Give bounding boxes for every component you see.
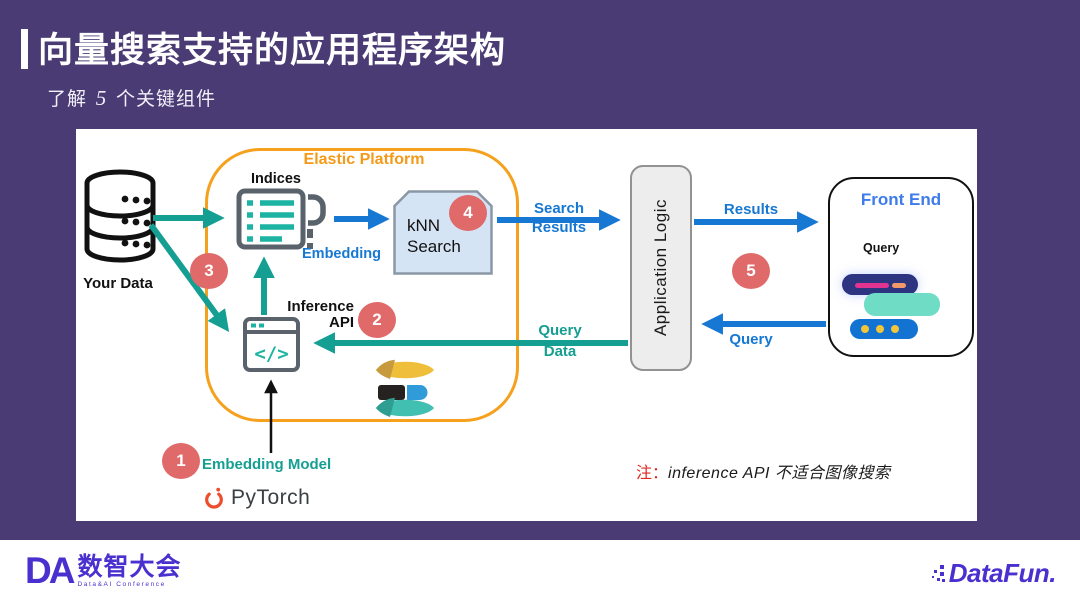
- step-badge-1: 1: [162, 443, 200, 479]
- da-subtitle: Data&AI Conference: [77, 581, 166, 588]
- step-badge-2: 2: [358, 302, 396, 338]
- da-conference-logo: DA 数智大会 Data&AI Conference: [25, 550, 182, 591]
- elastic-platform-label: Elastic Platform: [303, 151, 425, 168]
- datafun-logo: DataFun.: [931, 558, 1057, 589]
- code-window-icon: </>: [243, 317, 300, 372]
- footnote: 注：inference API 不适合图像搜索: [636, 459, 890, 483]
- loading-dot: [876, 325, 884, 333]
- note-text: inference API 不适合图像搜索: [668, 465, 891, 482]
- slide-background: 向量搜索支持的应用程序架构 了解 5 个关键组件 Elastic Platfor…: [0, 0, 1080, 540]
- subtitle-number: 5: [95, 86, 108, 110]
- result-bar-blue: [850, 319, 918, 339]
- front-end-title: Front End: [860, 190, 942, 209]
- title-accent-bar: [21, 29, 28, 69]
- result-bar-mint: [864, 293, 940, 316]
- datafun-label: DataFun.: [948, 558, 1057, 588]
- embedding-model-label: Embedding Model: [202, 456, 332, 473]
- application-logic-label: Application Logic: [651, 199, 670, 337]
- your-data-label: Your Data: [83, 275, 153, 292]
- embedding-label: Embedding: [302, 246, 381, 262]
- inference-api-label: Inference API: [287, 298, 354, 331]
- knn-search-label: kNN Search: [407, 216, 461, 256]
- code-glyph: </>: [254, 343, 288, 365]
- pytorch-label: PyTorch: [231, 486, 311, 509]
- da-name: 数智大会: [77, 553, 182, 581]
- elastic-logo: [376, 359, 434, 417]
- step-badge-5: 5: [732, 253, 770, 289]
- datafun-pixel-icon: [931, 564, 945, 582]
- your-data-database-icon: [84, 169, 156, 263]
- front-end-query-label: Query: [863, 241, 900, 255]
- page-title: 向量搜索支持的应用程序架构: [38, 31, 507, 70]
- subtitle-suffix: 个关键组件: [116, 89, 217, 110]
- query-data-label: Query Data: [538, 322, 582, 360]
- indices-label: Indices: [251, 171, 301, 187]
- da-acronym: DA: [25, 550, 75, 591]
- application-logic-box: Application Logic: [630, 165, 692, 371]
- footer-bar: DA 数智大会 Data&AI Conference DataFun.: [0, 540, 1080, 607]
- query-label: Query: [729, 331, 773, 348]
- step-badge-3: 3: [190, 253, 228, 289]
- loading-dot: [891, 325, 899, 333]
- query-orange-dash: [892, 283, 906, 288]
- note-prefix: 注：: [636, 465, 669, 482]
- query-pink-dash: [855, 283, 889, 288]
- front-end-box: Front End Query: [828, 177, 974, 357]
- pytorch-logo: PyTorch: [203, 486, 310, 510]
- loading-dot: [861, 325, 869, 333]
- slide-subtitle: 了解 5 个关键组件: [47, 84, 216, 111]
- pytorch-flame-icon: [205, 487, 223, 509]
- indices-list-icon: [236, 188, 326, 250]
- search-results-label: Search Results: [531, 200, 587, 236]
- results-label: Results: [723, 201, 779, 218]
- subtitle-prefix: 了解: [47, 89, 88, 110]
- diagram-canvas: Elastic Platform Your Data Indices: [76, 129, 977, 521]
- step-badge-4: 4: [449, 195, 487, 231]
